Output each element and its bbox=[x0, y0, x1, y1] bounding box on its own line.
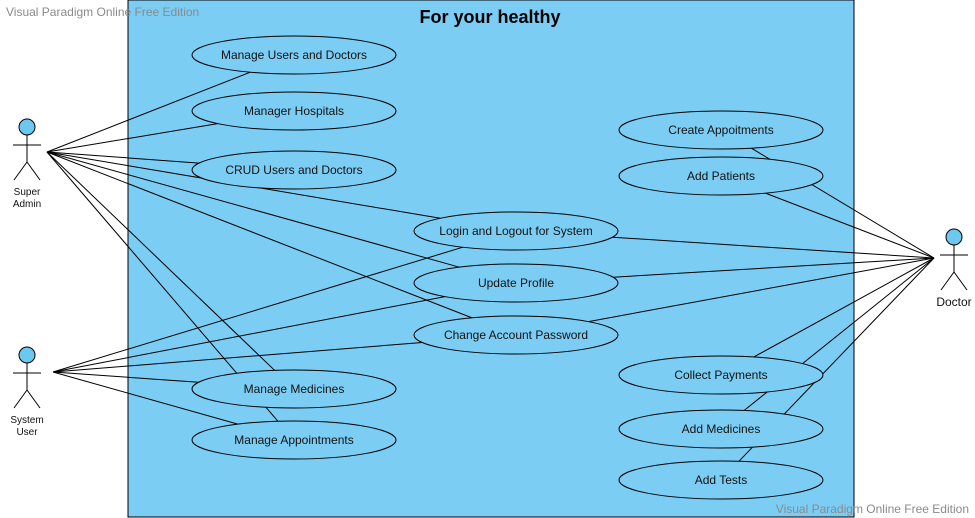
association-line bbox=[612, 236, 935, 259]
association-line bbox=[46, 151, 460, 268]
use-case-update-profile[interactable]: Update Profile bbox=[413, 263, 619, 303]
use-case-label: Update Profile bbox=[478, 276, 554, 290]
use-case-label: CRUD Users and Doctors bbox=[225, 163, 362, 177]
use-case-add-patients[interactable]: Add Patients bbox=[618, 156, 824, 196]
actor-head-icon bbox=[18, 346, 36, 364]
watermark-bottom: Visual Paradigm Online Free Edition bbox=[776, 502, 969, 516]
actor-super-admin[interactable]: Super Admin bbox=[13, 118, 41, 210]
use-case-label: Add Patients bbox=[687, 169, 755, 183]
actor-doctor[interactable]: Doctor bbox=[936, 228, 972, 309]
association-line bbox=[765, 192, 935, 259]
actor-label-line1: Super bbox=[14, 187, 41, 198]
association-line bbox=[46, 151, 200, 164]
use-case-manage-appointments[interactable]: Manage Appointments bbox=[191, 420, 397, 460]
association-line bbox=[588, 257, 935, 323]
actor-system-user[interactable]: System User bbox=[10, 346, 44, 438]
actor-label-line1: System bbox=[10, 415, 43, 426]
association-line bbox=[52, 371, 238, 425]
association-line bbox=[52, 246, 463, 373]
association-line bbox=[52, 371, 199, 383]
use-case-label: Add Tests bbox=[695, 473, 747, 487]
use-case-label: Manage Appointments bbox=[234, 433, 353, 447]
use-case-manager-hospitals[interactable]: Manager Hospitals bbox=[191, 91, 397, 131]
actor-head-icon bbox=[18, 118, 36, 136]
system-title: For your healthy bbox=[419, 7, 560, 27]
use-case-collect-payments[interactable]: Collect Payments bbox=[618, 355, 824, 395]
use-case-login-logout[interactable]: Login and Logout for System bbox=[413, 211, 619, 251]
actor-head-icon bbox=[945, 228, 963, 246]
use-case-label: Manage Medicines bbox=[244, 382, 345, 396]
use-case-label: Create Appoitments bbox=[668, 123, 773, 137]
use-case-label: Add Medicines bbox=[682, 422, 761, 436]
use-case-manage-users-doctors[interactable]: Manage Users and Doctors bbox=[191, 35, 397, 75]
use-case-label: Manager Hospitals bbox=[244, 104, 344, 118]
actor-label-line2: Admin bbox=[13, 199, 41, 210]
association-line bbox=[52, 342, 423, 373]
use-case-add-medicines[interactable]: Add Medicines bbox=[618, 409, 824, 449]
association-line bbox=[46, 151, 275, 371]
use-case-crud-users-doctors[interactable]: CRUD Users and Doctors bbox=[191, 150, 397, 190]
use-case-change-password[interactable]: Change Account Password bbox=[413, 315, 619, 355]
association-line bbox=[46, 71, 251, 153]
association-line bbox=[753, 257, 935, 358]
association-lines bbox=[46, 71, 935, 462]
use-case-label: Change Account Password bbox=[444, 328, 588, 342]
association-line bbox=[46, 123, 218, 153]
actor-label-line2: User bbox=[16, 427, 38, 438]
use-case-manage-medicines[interactable]: Manage Medicines bbox=[191, 369, 397, 409]
use-case-label: Login and Logout for System bbox=[439, 224, 592, 238]
use-case-add-tests[interactable]: Add Tests bbox=[618, 460, 824, 500]
use-case-create-appointments[interactable]: Create Appoitments bbox=[618, 110, 824, 150]
association-line bbox=[613, 257, 935, 278]
association-line bbox=[52, 296, 446, 373]
use-case-label: Manage Users and Doctors bbox=[221, 48, 367, 62]
actor-label: Doctor bbox=[936, 295, 971, 309]
association-line bbox=[46, 151, 473, 319]
watermark-top: Visual Paradigm Online Free Edition bbox=[6, 5, 199, 19]
use-case-label: Collect Payments bbox=[674, 368, 767, 382]
